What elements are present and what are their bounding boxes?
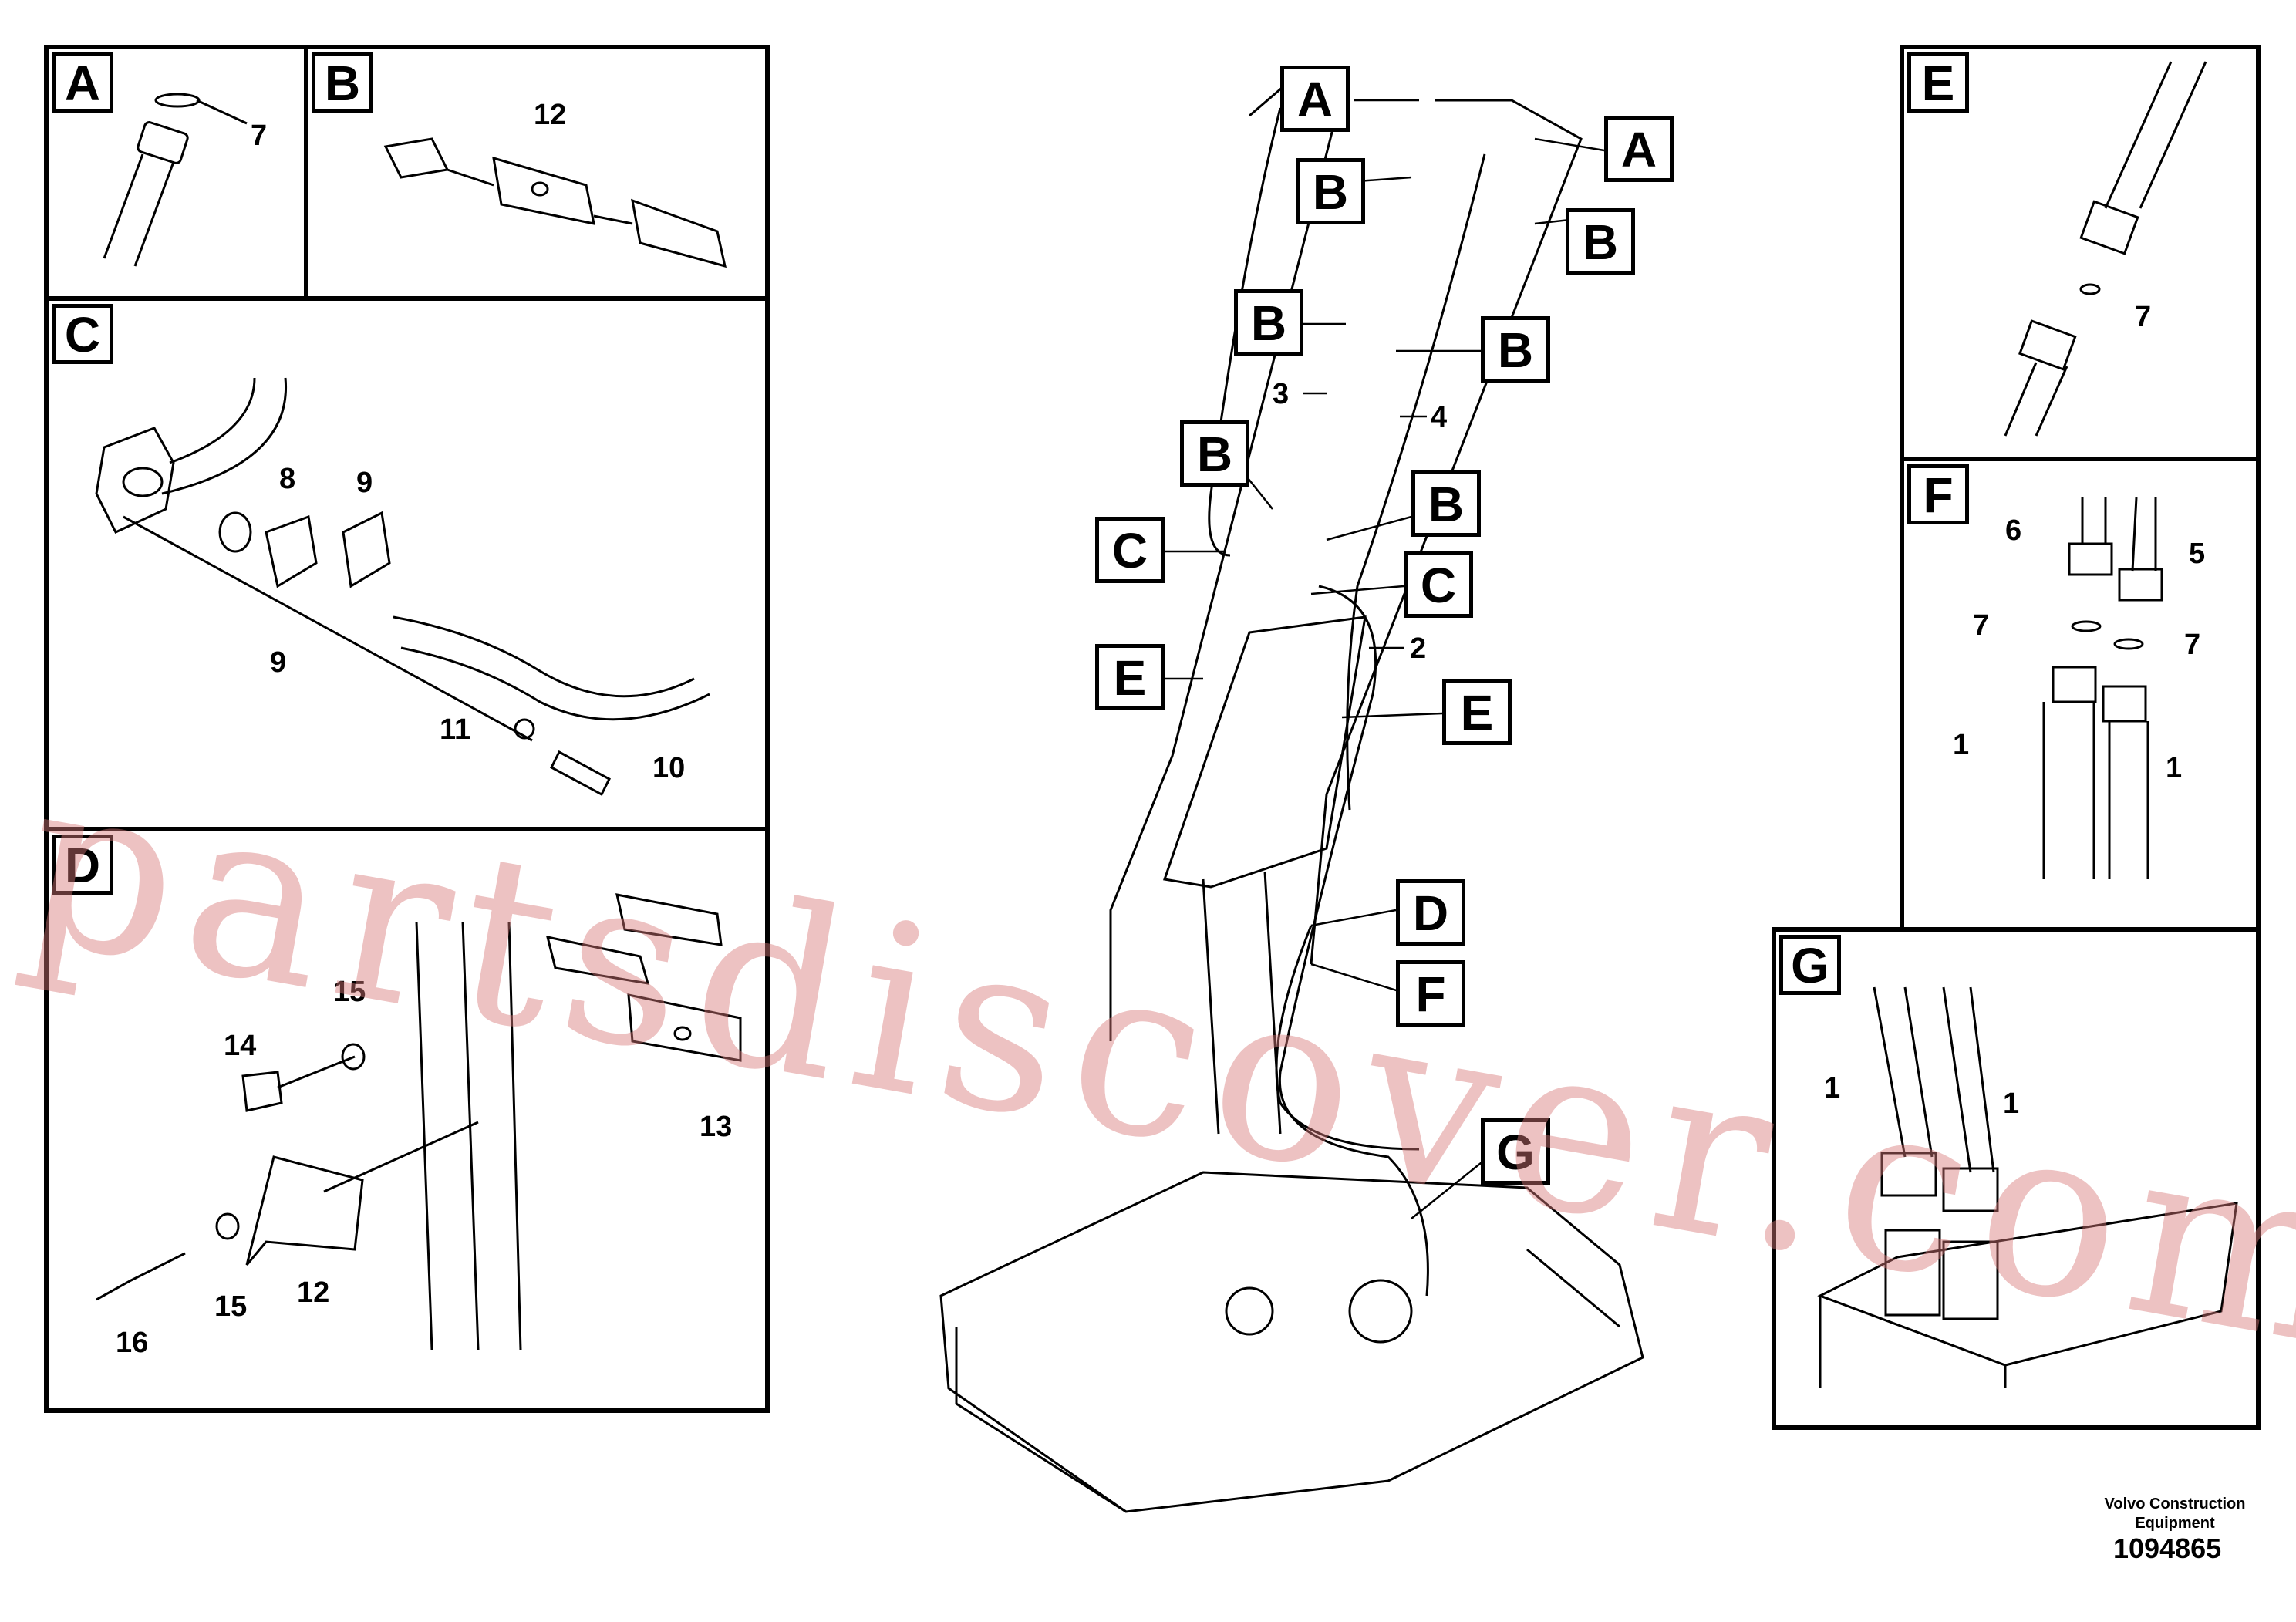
callout-a: A (1280, 66, 1350, 132)
part-label: 2 (1410, 632, 1427, 665)
brand-text: Volvo Construction Equipment (2104, 1496, 2246, 1532)
panel-b-tag: B (312, 52, 373, 113)
panel-e-hose-drawing (2004, 61, 2207, 437)
panel-g (1772, 927, 2261, 1430)
callout-e: E (1095, 644, 1165, 710)
main-excavator-drawing (939, 67, 1644, 1513)
panel-f-tag: F (1907, 464, 1969, 524)
part-label: 11 (440, 713, 471, 746)
part-label: 12 (534, 99, 567, 131)
callout-c: C (1095, 517, 1165, 583)
panel-b-clamp-drawing (383, 137, 727, 268)
part-label: 7 (251, 120, 268, 152)
part-label: 10 (652, 752, 686, 784)
part-label: 7 (1973, 609, 1990, 642)
part-label: 6 (2005, 514, 2022, 547)
callout-a: A (1604, 116, 1674, 182)
part-label: 7 (2184, 629, 2201, 661)
leader-lines (1157, 99, 1605, 1219)
part-label: 9 (270, 646, 287, 679)
panel-f (1900, 457, 2261, 932)
part-label: 7 (2135, 301, 2152, 333)
part-label: 1 (1824, 1072, 1841, 1104)
part-label: 13 (700, 1111, 733, 1143)
part-label: 16 (116, 1327, 149, 1359)
panel-c-flange-drawing (95, 377, 710, 797)
panel-g-tag: G (1779, 935, 1841, 995)
part-label: 1 (1953, 729, 1970, 761)
callout-b: B (1234, 289, 1303, 356)
part-label: 12 (297, 1276, 330, 1309)
part-label: 5 (2189, 538, 2206, 570)
part-label: 1 (2166, 752, 2183, 784)
callout-f: F (1396, 960, 1465, 1027)
callout-b: B (1481, 316, 1550, 383)
callout-b: B (1411, 470, 1481, 537)
part-label: 8 (279, 463, 296, 495)
callout-e: E (1442, 679, 1512, 745)
part-label: 4 (1431, 401, 1448, 433)
callout-b: B (1566, 208, 1635, 275)
panel-d-bracket-drawing (96, 893, 742, 1351)
panel-a-tag: A (52, 52, 113, 113)
callout-b: B (1296, 158, 1365, 224)
callout-b: B (1180, 420, 1249, 487)
callout-g: G (1481, 1118, 1550, 1185)
document-number: 1094865 (2113, 1533, 2222, 1564)
panel-e-tag: E (1907, 52, 1969, 113)
part-label: 9 (356, 467, 373, 499)
panel-a-hose-drawing (103, 93, 248, 267)
part-label: 1 (2003, 1088, 2020, 1120)
panel-f-hose-drawing (2042, 497, 2163, 879)
part-label: 15 (214, 1290, 248, 1323)
panel-g-connector-drawing (1817, 986, 2238, 1388)
part-label: 14 (224, 1030, 257, 1062)
panel-d (44, 827, 770, 1413)
callout-c: C (1404, 551, 1473, 618)
panel-e (1900, 45, 2261, 461)
panel-c-tag: C (52, 304, 113, 364)
part-label: 15 (333, 976, 366, 1008)
panel-d-tag: D (52, 835, 113, 895)
part-label: 3 (1273, 378, 1290, 410)
callout-d: D (1396, 879, 1465, 946)
